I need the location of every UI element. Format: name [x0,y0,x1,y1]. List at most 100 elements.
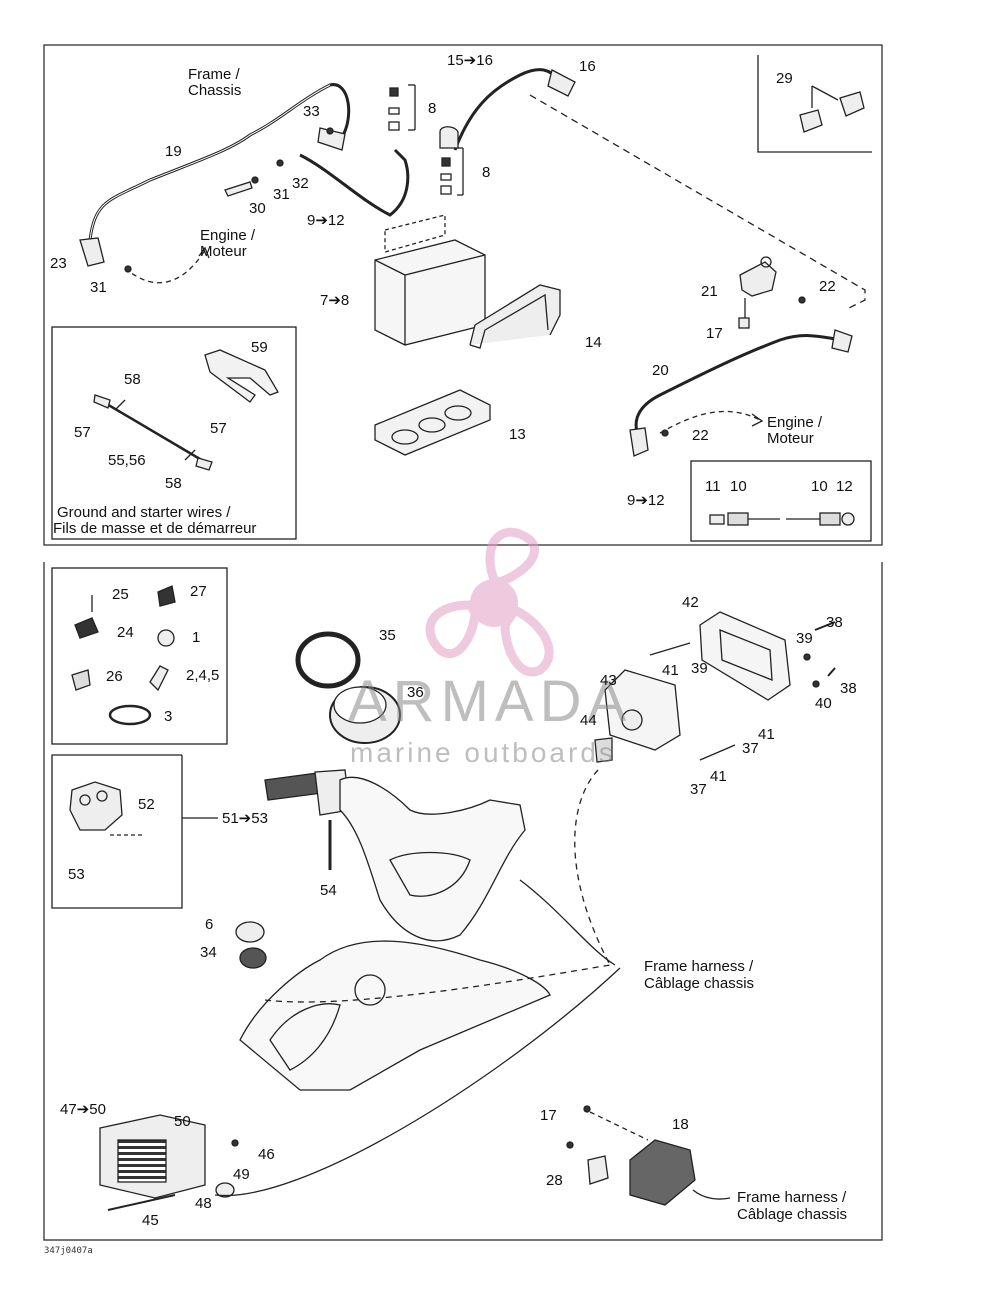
connector-inset-box [757,55,872,153]
callout-30: 30 [249,200,266,217]
callout-57-right: 57 [210,420,227,437]
callout-9-12-bottom: 9➔12 [627,492,665,509]
top-section-frame [43,44,883,546]
label-engine-left-2: Moteur [200,243,247,260]
ground-starter-caption-1: Ground and starter wires / [57,504,231,521]
voltage-regulator [629,1139,696,1206]
callout-52: 52 [138,796,155,813]
callout-7-8: 7➔8 [320,292,350,309]
callout-38-bottom: 38 [840,680,857,697]
ground-wire-assy [99,398,206,464]
figure-reference: 347j0407a [44,1246,93,1256]
callout-8-top: 8 [428,100,437,117]
instrument-panel-bracket [699,611,791,701]
callout-28: 28 [546,1172,563,1189]
bottom-section-frame [43,562,883,1241]
callout-54: 54 [320,882,337,899]
armada-logo [425,527,554,677]
callout-34: 34 [200,944,217,961]
small-parts-box [51,567,228,745]
callout-10-right: 10 [811,478,828,495]
callout-17-bottom: 17 [540,1107,557,1124]
callout-26: 26 [106,668,123,685]
callout-50: 50 [174,1113,191,1130]
callout-9-12-top: 9➔12 [307,212,345,229]
callout-17-top: 17 [706,325,723,342]
callout-16: 16 [579,58,596,75]
callout-35: 35 [379,627,396,644]
label-frame-chassis-1: Frame / [188,66,240,83]
callout-38-top: 38 [826,614,843,631]
battery [374,239,486,346]
upper-fairing [339,776,526,942]
callout-33: 33 [303,103,320,120]
callout-55-56: 55,56 [108,452,146,469]
switch-inset-box [51,754,183,909]
callout-2-4-5: 2,4,5 [186,667,220,684]
lower-console [239,940,551,1091]
callout-31-bottom: 31 [90,279,107,296]
starter-solenoid [739,261,777,297]
callout-46: 46 [258,1146,275,1163]
callout-39-right: 39 [796,630,813,647]
callout-36: 36 [407,684,424,701]
callout-29: 29 [776,70,793,87]
label-frame-chassis-2: Chassis [188,82,242,99]
callout-24: 24 [117,624,134,641]
callout-43: 43 [600,672,617,689]
callout-51-53: 51➔53 [222,810,268,827]
callout-45: 45 [142,1212,159,1229]
terminals-box [690,460,872,542]
label-frame-harness-mid-1: Frame harness / [644,958,754,975]
callout-8-mid: 8 [482,164,491,181]
callout-23: 23 [50,255,67,272]
callout-20: 20 [652,362,669,379]
label-engine-left-1: Engine / [200,227,256,244]
callout-13: 13 [509,426,526,443]
callout-48: 48 [195,1195,212,1212]
callout-10-left: 10 [730,478,747,495]
callout-3: 3 [164,708,173,725]
label-engine-right-2: Moteur [767,430,814,447]
callout-25: 25 [112,586,129,603]
crimping-tool [204,349,279,403]
watermark-title: ARMADA [348,669,633,734]
callout-22-top: 22 [819,278,836,295]
gauge-ring [295,631,361,689]
callout-59: 59 [251,339,268,356]
watermark-subtitle: marine outboards [350,737,616,768]
callout-6: 6 [205,916,214,933]
positive-cable [453,68,562,151]
callout-40: 40 [815,695,832,712]
callout-41-mid: 41 [758,726,775,743]
ground-starter-caption-2: Fils de masse et de démarreur [53,520,257,537]
battery-tray [374,389,491,456]
engine-ground-wire [299,148,410,217]
callout-37-top: 37 [742,740,759,757]
callout-42: 42 [682,594,699,611]
callout-12: 12 [836,478,853,495]
callout-31-top: 31 [273,186,290,203]
starter-cable [634,334,846,441]
callout-22-bottom: 22 [692,427,709,444]
label-frame-harness-mid-2: Câblage chassis [644,975,755,992]
callout-53: 53 [68,866,85,883]
callout-15-16: 15➔16 [447,52,493,69]
callout-39-left: 39 [691,660,708,677]
label-engine-right-1: Engine / [767,414,823,431]
callout-21: 21 [701,283,718,300]
callout-27: 27 [190,583,207,600]
callout-47-50: 47➔50 [60,1101,106,1118]
cover-43 [604,669,681,751]
callout-11: 11 [705,478,721,495]
callout-58-top: 58 [124,371,141,388]
callout-37-bottom: 37 [690,781,707,798]
callout-57-left: 57 [74,424,91,441]
callout-44: 44 [580,712,597,729]
callout-14: 14 [585,334,602,351]
label-frame-harness-bottom-2: Câblage chassis [737,1206,848,1223]
callout-49: 49 [233,1166,250,1183]
label-frame-harness-bottom-1: Frame harness / [737,1189,847,1206]
callout-1: 1 [192,629,201,646]
